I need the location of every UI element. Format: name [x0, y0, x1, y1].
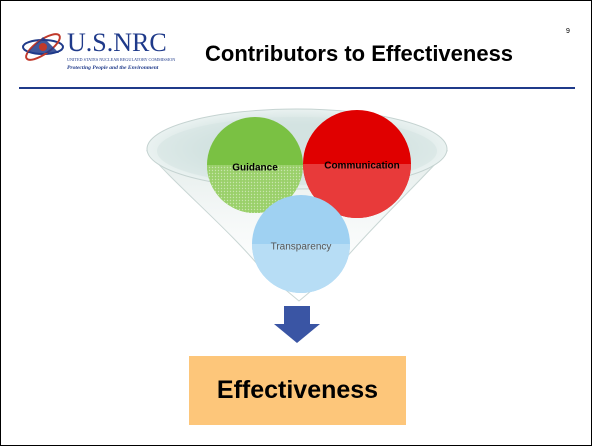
atom-logo-icon: [22, 33, 64, 61]
logo-text: U.S.NRC: [67, 28, 167, 57]
header-rule: [19, 87, 575, 89]
logo-wordmark: U.S.NRC UNITED STATES NUCLEAR REGULATORY…: [67, 28, 175, 71]
circle-label-guidance: Guidance: [232, 162, 278, 174]
circle-label-communication: Communication: [324, 160, 400, 172]
circle-transparency: [252, 195, 350, 293]
logo-subtext: UNITED STATES NUCLEAR REGULATORY COMMISS…: [67, 57, 175, 62]
circle-guidance: [207, 117, 303, 213]
circle-label-transparency: Transparency: [270, 241, 332, 253]
slide-number: 9: [566, 28, 570, 35]
slide-title: Contributors to Effectiveness: [205, 41, 514, 66]
down-arrow-icon: [274, 306, 320, 343]
effectiveness-box: Effectiveness: [189, 356, 406, 425]
circle-communication: [303, 110, 411, 218]
nrc-logo: U.S.NRC UNITED STATES NUCLEAR REGULATORY…: [21, 23, 201, 75]
effectiveness-label: Effectiveness: [216, 376, 379, 404]
logo-tagline: Protecting People and the Environment: [67, 65, 159, 71]
